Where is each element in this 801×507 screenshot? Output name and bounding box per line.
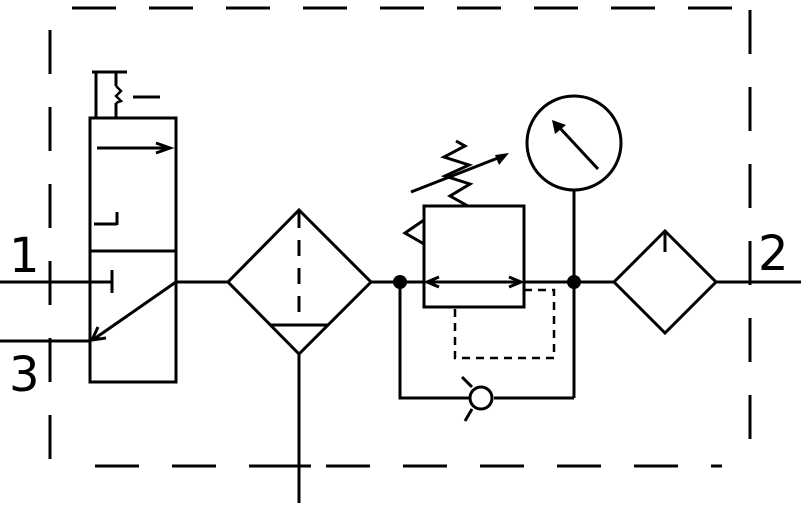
adjustable-spring-icon: [440, 139, 474, 208]
port-label-outlet: 2: [758, 226, 789, 282]
pressure-regulator: [402, 139, 556, 360]
junction-dot: [567, 275, 581, 289]
shutoff-valve: [88, 70, 178, 384]
bypass-line: [398, 282, 470, 400]
check-valve-seat: [460, 375, 474, 389]
valve-lower-position: [89, 270, 177, 342]
pressure-gauge: [525, 94, 623, 282]
gauge-needle-tip: [552, 120, 566, 134]
lubricator: [611, 228, 719, 336]
check-valve-seat: [463, 408, 474, 422]
adjustment-arrow-icon: [410, 153, 509, 194]
valve-actuator-icon: [92, 70, 160, 118]
regulator-body: [422, 204, 526, 309]
bypass-check-valve: [398, 282, 576, 422]
lubricator-diamond: [611, 228, 719, 336]
pilot-line: [453, 288, 556, 360]
port-label-exhaust: 3: [9, 347, 40, 403]
gauge-needle: [556, 124, 600, 171]
assembly-boundary: [48, 6, 752, 468]
regulator-vent-icon: [402, 218, 425, 246]
filter-with-drain: [225, 207, 374, 503]
port-label-inlet: 1: [9, 228, 40, 284]
junction-dot: [393, 275, 407, 289]
valve-upper-position: [94, 141, 175, 226]
check-valve-ball: [468, 385, 494, 411]
regulator-flow-arrow: [423, 275, 525, 289]
